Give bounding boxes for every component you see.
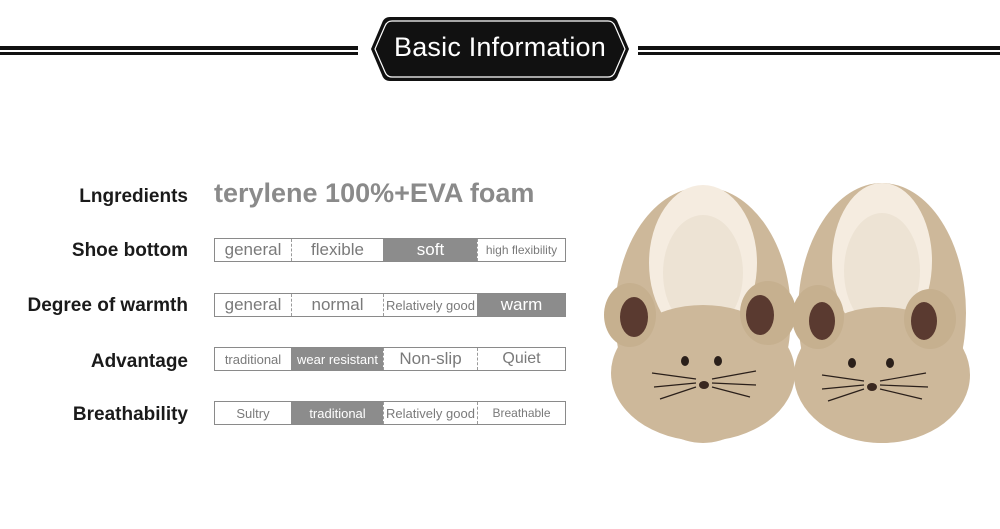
advantage-label: Advantage: [90, 351, 188, 372]
page-title: Basic Information: [394, 32, 606, 62]
shoe-bottom-scale: general flexible soft high flexibility: [214, 238, 566, 262]
header-rule-right: [638, 46, 1000, 55]
scale-option: high flexibility: [477, 239, 565, 261]
shoe-bottom-label: Shoe bottom: [71, 240, 188, 261]
ingredients-label: Lngredients: [79, 186, 188, 207]
advantage-scale: traditional wear resistant Non-slip Quie…: [214, 347, 566, 371]
scale-option: Relatively good: [383, 402, 477, 424]
left-slipper: [604, 185, 796, 443]
scale-option-selected: traditional: [291, 402, 383, 424]
scale-option: general: [224, 240, 282, 259]
scale-option-selected: soft: [383, 239, 477, 261]
header-rule-left: [0, 46, 358, 55]
scale-option: normal: [291, 294, 383, 316]
scale-option-selected: warm: [477, 294, 565, 316]
scale-option: Relatively good: [383, 294, 477, 316]
warmth-scale: general normal Relatively good warm: [214, 293, 566, 317]
scale-option: flexible: [291, 239, 383, 261]
header-badge: Basic Information: [368, 14, 632, 84]
scale-option-selected: wear resistant: [291, 348, 383, 370]
scale-option: general: [224, 295, 282, 314]
breathability-scale: Sultry traditional Relatively good Breat…: [214, 401, 566, 425]
warmth-label: Degree of warmth: [27, 295, 188, 316]
breathability-label: Breathability: [72, 404, 188, 425]
slipper-product-image: [600, 165, 980, 460]
ingredients-value: terylene 100%+EVA foam: [214, 178, 535, 208]
scale-option: Quiet: [477, 348, 565, 370]
scale-option: Non-slip: [383, 348, 477, 370]
scale-option: traditional: [224, 351, 282, 367]
scale-option: Breathable: [477, 402, 565, 424]
scale-option: Sultry: [236, 405, 270, 421]
right-slipper: [792, 183, 970, 443]
